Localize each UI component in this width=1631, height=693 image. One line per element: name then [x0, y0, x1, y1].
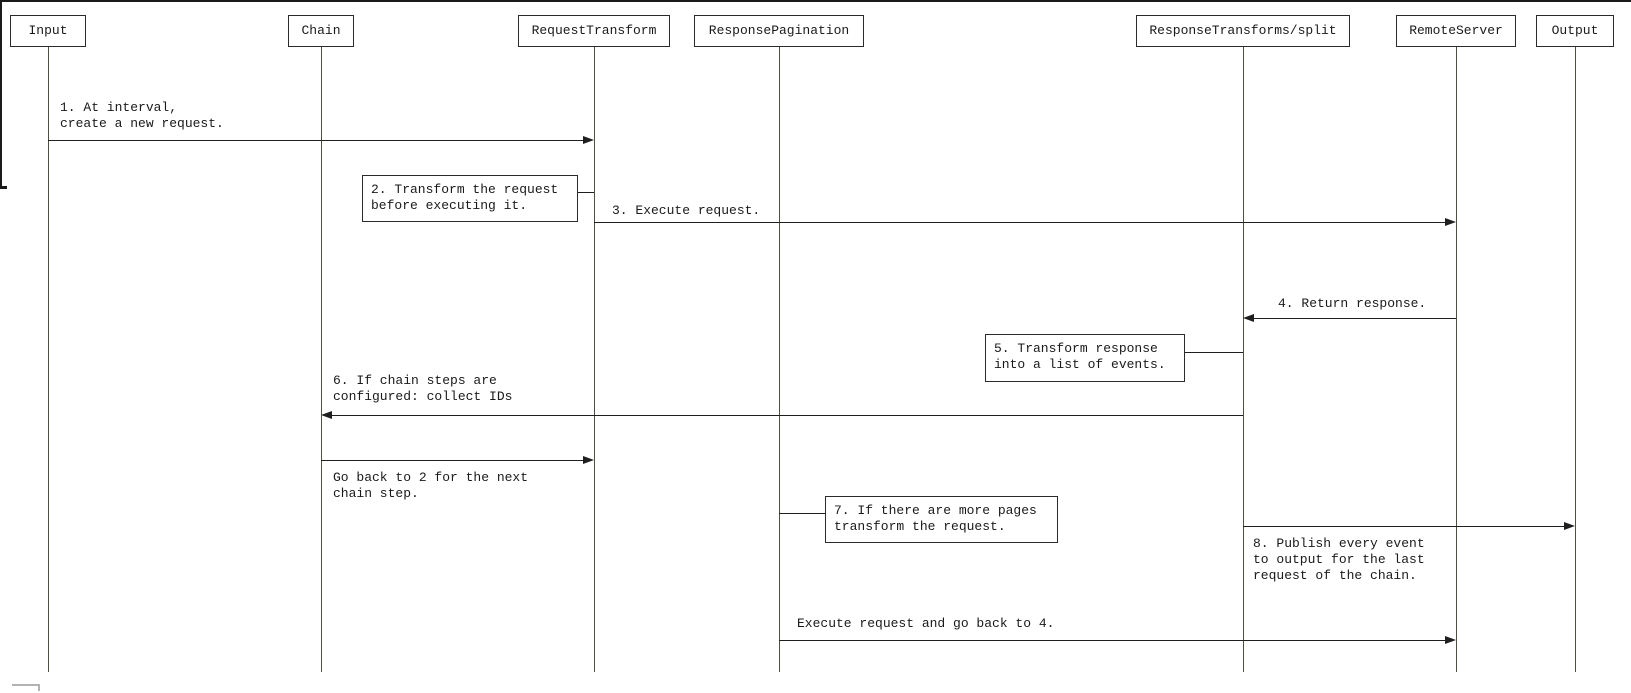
note-2-line1: 2. Transform the request: [371, 182, 559, 197]
message-7-arrowhead-icon: [583, 456, 594, 464]
message-3-arrowhead-icon: [1445, 218, 1456, 226]
message-7-line2: chain step.: [333, 486, 419, 501]
message-3-line1: 3. Execute request.: [612, 203, 761, 218]
note-2: 2. Transform the request before executin…: [362, 175, 578, 222]
actor-response-pagination-label: ResponsePagination: [708, 23, 850, 38]
message-8-arrow-line: [1243, 526, 1566, 527]
actor-remote-server-label: RemoteServer: [1409, 23, 1503, 38]
lifeline-output: [1575, 47, 1576, 672]
message-6-line2: configured: collect IDs: [333, 389, 513, 404]
actor-request-transform: RequestTransform: [518, 15, 670, 47]
message-9-arrowhead-icon: [1445, 636, 1456, 644]
message-3-label: 3. Execute request.: [612, 203, 760, 219]
lifeline-input: [48, 47, 49, 672]
lifeline-response-pagination: [779, 47, 780, 672]
message-7-arrow-line: [321, 460, 585, 461]
lifeline-chain: [321, 47, 322, 672]
actor-response-transforms-split: ResponseTransforms/split: [1136, 15, 1350, 47]
message-1-line2: create a new request.: [60, 116, 224, 131]
actor-request-transform-label: RequestTransform: [531, 23, 657, 38]
note-7-line1: 7. If there are more pages: [834, 503, 1037, 518]
message-9-label: Execute request and go back to 4.: [797, 616, 1054, 632]
left-frame-foot: [0, 186, 7, 189]
actor-remote-server: RemoteServer: [1396, 15, 1516, 47]
message-3-arrow-line: [594, 222, 1447, 223]
actor-chain-label: Chain: [301, 23, 341, 38]
message-4-arrow-line: [1252, 318, 1456, 319]
actor-input-label: Input: [28, 23, 68, 38]
actor-response-transforms-split-label: ResponseTransforms/split: [1149, 23, 1337, 38]
message-8-label: 8. Publish every event to output for the…: [1253, 536, 1425, 584]
note-7-line2: transform the request.: [834, 519, 1006, 534]
bottom-left-artifact: [12, 684, 40, 686]
note-5-line1: 5. Transform response: [994, 341, 1158, 356]
actor-response-pagination: ResponsePagination: [694, 15, 864, 47]
actor-output: Output: [1536, 15, 1614, 47]
left-frame-border: [0, 0, 2, 188]
message-4-line1: 4. Return response.: [1278, 296, 1427, 311]
note-2-line2: before executing it.: [371, 198, 528, 213]
message-4-arrowhead-icon: [1243, 314, 1254, 322]
message-1-arrowhead-icon: [583, 136, 594, 144]
message-8-line1: 8. Publish every event: [1253, 536, 1425, 551]
lifeline-response-transforms-split: [1243, 47, 1244, 672]
message-1-arrow-line: [48, 140, 585, 141]
message-7-line1: Go back to 2 for the next: [333, 470, 529, 485]
note-2-connector: [578, 192, 594, 193]
note-7-connector: [779, 513, 825, 514]
actor-input: Input: [10, 15, 86, 47]
message-6-arrow-line: [330, 415, 1243, 416]
lifeline-request-transform: [594, 47, 595, 672]
message-6-label: 6. If chain steps are configured: collec…: [333, 373, 512, 405]
message-1-line1: 1. At interval,: [60, 100, 178, 115]
message-1-label: 1. At interval, create a new request.: [60, 100, 224, 132]
note-5-line2: into a list of events.: [994, 357, 1166, 372]
note-7: 7. If there are more pages transform the…: [825, 496, 1058, 543]
message-7-label: Go back to 2 for the next chain step.: [333, 470, 528, 502]
message-4-label: 4. Return response.: [1278, 296, 1426, 312]
top-frame-border: [0, 0, 1631, 2]
note-5-connector: [1185, 352, 1243, 353]
message-8-line2: to output for the last: [1253, 552, 1425, 567]
message-9-arrow-line: [779, 640, 1447, 641]
message-6-line1: 6. If chain steps are: [333, 373, 497, 388]
lifeline-remote-server: [1456, 47, 1457, 672]
message-8-line3: request of the chain.: [1253, 568, 1417, 583]
note-5: 5. Transform response into a list of eve…: [985, 334, 1185, 382]
message-9-line1: Execute request and go back to 4.: [797, 616, 1055, 631]
bottom-left-artifact-tick: [38, 684, 40, 691]
actor-output-label: Output: [1551, 23, 1599, 38]
actor-chain: Chain: [288, 15, 354, 47]
message-6-arrowhead-icon: [321, 411, 332, 419]
message-8-arrowhead-icon: [1564, 522, 1575, 530]
